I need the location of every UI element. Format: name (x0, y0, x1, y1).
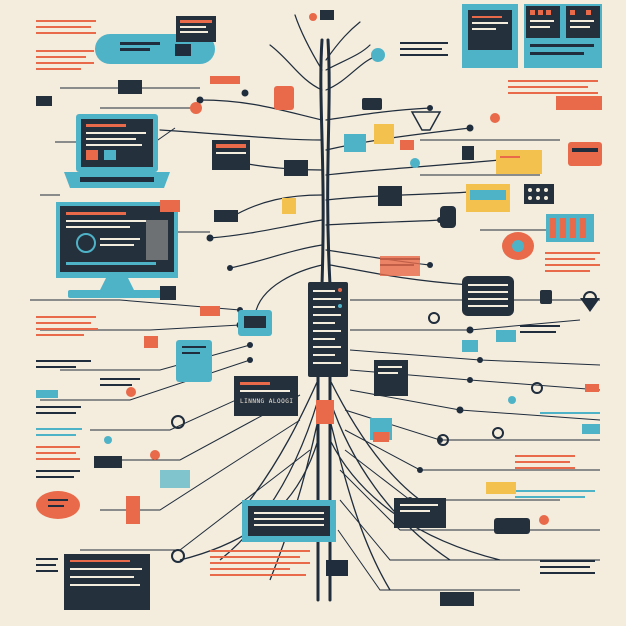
server-tower-icon (308, 282, 348, 377)
laptop-icon (64, 114, 170, 188)
center-monitor (234, 376, 298, 416)
monitor-icon (56, 202, 178, 298)
teal-tiles (176, 310, 392, 442)
top-right-screens (462, 4, 602, 68)
center-monitor-caption: LINNNG ALOOGI (240, 398, 294, 405)
misc-components (36, 10, 602, 576)
wires-roots (179, 379, 501, 591)
right-screens (64, 276, 530, 610)
small-monitor-top (176, 16, 216, 42)
